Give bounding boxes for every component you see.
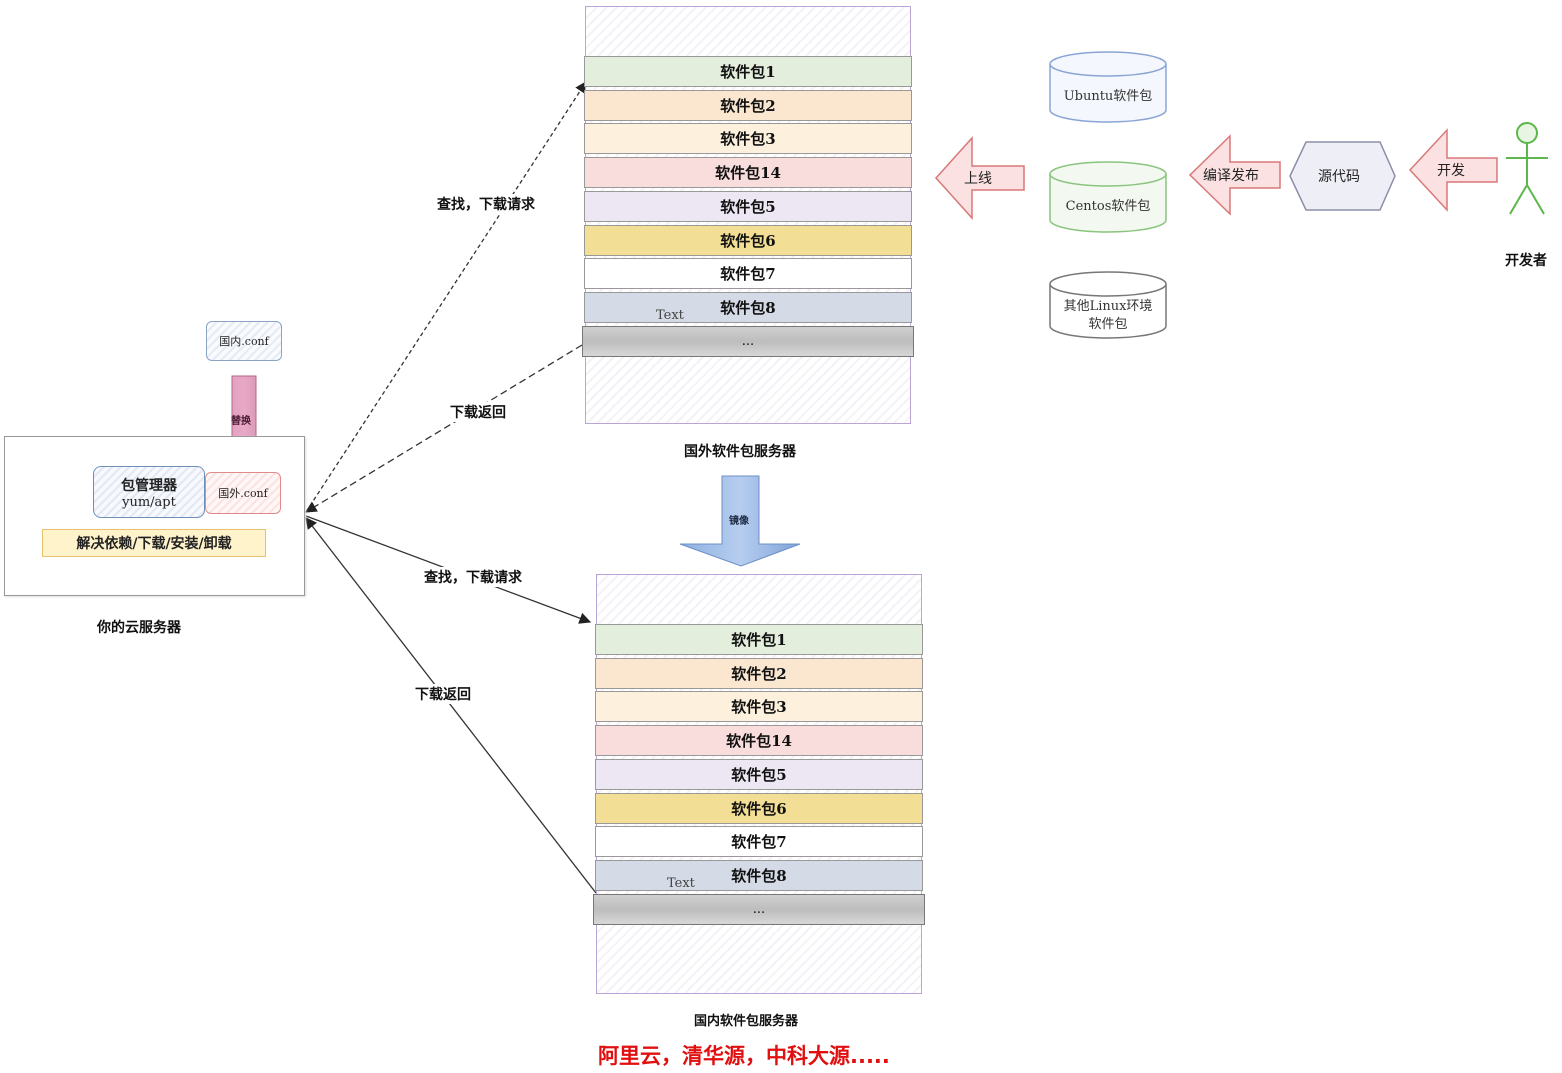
replace-label: 替换 [231, 416, 251, 427]
developer-figure [1506, 122, 1548, 215]
other-linux-repo-cylinder [1049, 271, 1167, 339]
domestic-package-row: 软件包6 [595, 792, 923, 824]
foreign-server-caption: 国外软件包服务器 [684, 444, 796, 460]
cloud-server-caption: 你的云服务器 [97, 620, 181, 636]
foreign-package-row: 软件包1 [584, 56, 912, 87]
mirror-sources-note: 阿里云，清华源，中科大源..... [598, 1044, 890, 1068]
centos-repo-cylinder [1049, 161, 1167, 233]
domestic-package-row: 软件包2 [595, 657, 923, 689]
online-label: 上线 [964, 171, 992, 187]
domestic-text-tag: Text [667, 875, 695, 891]
download-return-bottom-label: 下载返回 [414, 684, 472, 704]
package-manager-box: 包管理器 yum/apt [93, 466, 205, 518]
foreign-package-row: 软件包5 [584, 190, 912, 222]
ubuntu-repo-label: Ubuntu软件包 [1063, 89, 1153, 104]
developer-caption: 开发者 [1505, 253, 1547, 269]
download-return-bottom-arrow [305, 517, 597, 894]
download-return-top-arrow [304, 344, 583, 513]
download-return-top-label: 下载返回 [449, 402, 507, 422]
foreign-conf-file: 国外.conf [205, 472, 281, 514]
domestic-package-row: 软件包7 [595, 826, 923, 858]
foreign-text-tag: Text [656, 307, 684, 323]
source-code-hexagon [1289, 141, 1396, 211]
find-request-bottom-label: 查找，下载请求 [423, 567, 523, 587]
find-request-top-label: 查找，下载请求 [436, 194, 536, 214]
foreign-package-row: 软件包6 [584, 224, 912, 256]
foreign-more-packages: ... [582, 325, 914, 357]
centos-repo-label: Centos软件包 [1065, 199, 1151, 214]
develop-arrow [1408, 128, 1498, 212]
resolve-tasks-bar: 解决依赖/下载/安装/卸载 [42, 529, 266, 557]
other-linux-repo-label: 其他Linux环境 软件包 [1063, 299, 1153, 332]
foreign-package-row: 软件包2 [584, 89, 912, 121]
mirror-label: 镜像 [729, 516, 749, 527]
foreign-package-row: 软件包7 [584, 258, 912, 290]
domestic-package-row: 软件包3 [595, 691, 923, 723]
compile-arrow [1188, 134, 1281, 216]
ubuntu-repo-cylinder [1049, 51, 1167, 123]
foreign-package-row: 软件包8 [584, 291, 912, 323]
domestic-package-row: 软件包14 [595, 725, 923, 757]
domestic-more-packages: ... [593, 893, 925, 925]
develop-label: 开发 [1437, 163, 1465, 179]
compile-label: 编译发布 [1203, 168, 1259, 184]
domestic-package-row: 软件包8 [595, 859, 923, 891]
foreign-package-row: 软件包3 [584, 123, 912, 155]
domestic-conf-file: 国内.conf [206, 321, 282, 361]
domestic-server-caption: 国内软件包服务器 [694, 1014, 799, 1029]
source-code-label: 源代码 [1318, 169, 1360, 185]
find-request-top-arrow [305, 81, 587, 513]
foreign-package-row: 软件包14 [584, 157, 912, 189]
package-manager-title: 包管理器 [121, 477, 177, 494]
domestic-package-row: 软件包5 [595, 758, 923, 790]
domestic-package-row: 软件包1 [595, 624, 923, 655]
online-arrow [934, 136, 1025, 220]
package-manager-tools: yum/apt [122, 494, 176, 510]
mirror-arrow [679, 475, 801, 567]
